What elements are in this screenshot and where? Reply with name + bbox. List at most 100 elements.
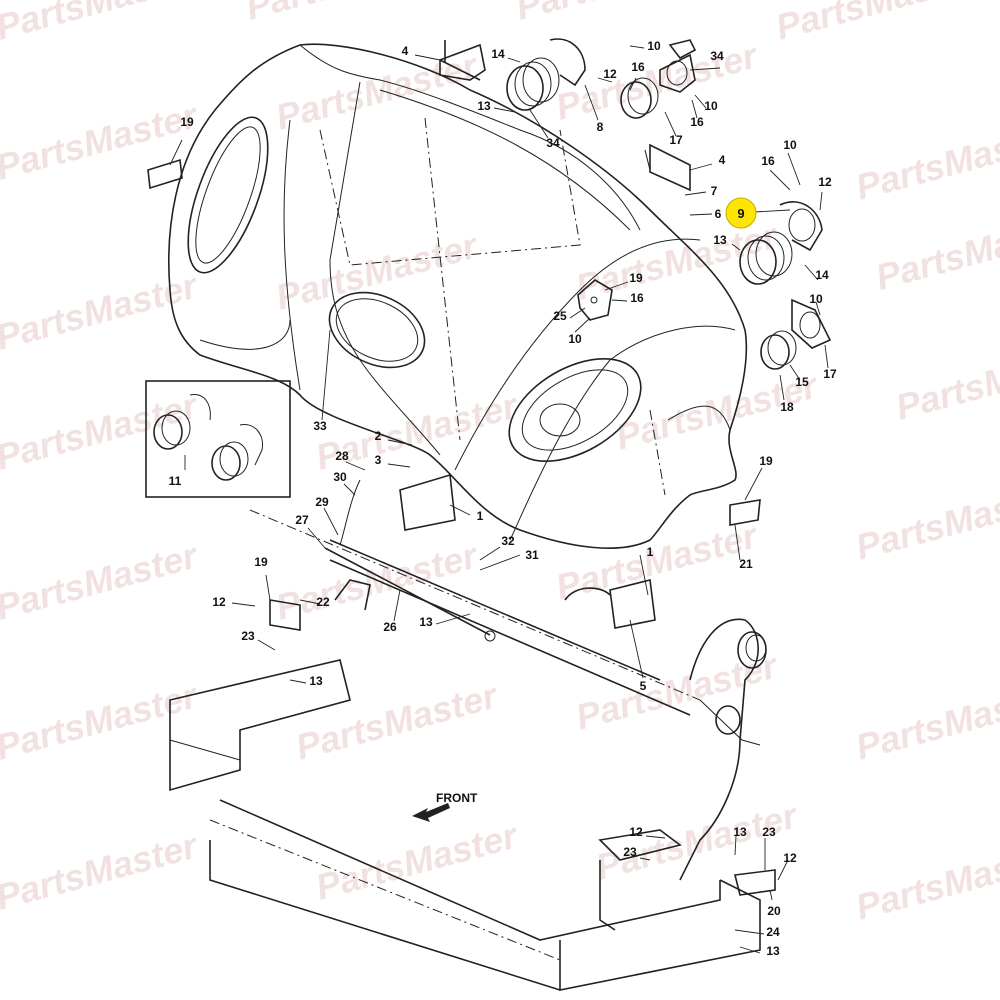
callout-10[interactable]: 10 xyxy=(704,99,718,113)
callout-34[interactable]: 34 xyxy=(710,49,724,63)
callout-10[interactable]: 10 xyxy=(647,39,661,53)
callout-17[interactable]: 17 xyxy=(823,367,837,381)
callout-12[interactable]: 12 xyxy=(629,825,643,839)
headlight-assembly-upper xyxy=(439,38,832,370)
callout-18[interactable]: 18 xyxy=(780,400,794,414)
leader-line-23 xyxy=(639,857,651,861)
leader-line-5 xyxy=(629,619,644,679)
callout-20[interactable]: 20 xyxy=(767,904,781,918)
callout-12[interactable]: 12 xyxy=(603,67,617,81)
callout-10[interactable]: 10 xyxy=(809,292,823,306)
callout-16[interactable]: 16 xyxy=(630,291,644,305)
callout-12[interactable]: 12 xyxy=(783,851,797,865)
leader-line-19 xyxy=(265,574,271,601)
callout-15[interactable]: 15 xyxy=(795,375,809,389)
callout-28[interactable]: 28 xyxy=(335,449,349,463)
callout-21[interactable]: 21 xyxy=(739,557,753,571)
callout-23[interactable]: 23 xyxy=(241,629,255,643)
callout-23[interactable]: 23 xyxy=(623,845,637,859)
callout-19[interactable]: 19 xyxy=(759,454,773,468)
callout-19[interactable]: 19 xyxy=(180,115,194,129)
leader-line-18 xyxy=(779,374,785,401)
callout-1[interactable]: 1 xyxy=(477,509,484,523)
callout-17[interactable]: 17 xyxy=(669,133,683,147)
watermark-text: PartsMaster xyxy=(571,214,783,307)
leader-line-33 xyxy=(321,329,331,421)
callout-3[interactable]: 3 xyxy=(375,453,382,467)
callout-11[interactable]: 11 xyxy=(169,474,182,488)
callout-19[interactable]: 19 xyxy=(254,555,268,569)
callout-13[interactable]: 13 xyxy=(733,825,747,839)
callout-12[interactable]: 12 xyxy=(818,175,832,189)
callout-13[interactable]: 13 xyxy=(766,944,780,958)
leader-line-19 xyxy=(604,281,629,291)
leader-line-13 xyxy=(289,679,307,684)
callout-16[interactable]: 16 xyxy=(690,115,704,129)
watermark-text: PartsMaster xyxy=(291,674,503,767)
callout-23[interactable]: 23 xyxy=(762,825,776,839)
callout-1[interactable]: 1 xyxy=(647,545,654,559)
callout-34[interactable]: 34 xyxy=(546,136,560,150)
leader-line-28 xyxy=(345,461,366,471)
callout-27[interactable]: 27 xyxy=(295,513,309,527)
callout-31[interactable]: 31 xyxy=(525,548,539,562)
callout-4[interactable]: 4 xyxy=(402,44,409,58)
callout-13[interactable]: 13 xyxy=(309,674,323,688)
watermark-text: PartsMaster xyxy=(851,674,1000,767)
watermark-text: PartsMaster xyxy=(0,0,203,48)
leader-line-24 xyxy=(734,929,765,935)
callout-2[interactable]: 2 xyxy=(375,429,382,443)
leader-line-22 xyxy=(299,599,321,605)
leader-line-16 xyxy=(769,169,791,191)
leader-line-10 xyxy=(694,94,707,109)
callout-16[interactable]: 16 xyxy=(761,154,775,168)
leader-line-1 xyxy=(449,504,471,516)
callout-7[interactable]: 7 xyxy=(711,184,718,198)
leader-line-16 xyxy=(611,299,628,302)
mounting-plate xyxy=(577,279,613,321)
highlighted-callout[interactable]: 9 xyxy=(725,197,791,229)
callout-13[interactable]: 13 xyxy=(477,99,491,113)
hood-shell xyxy=(168,43,748,549)
watermark-text: PartsMaster xyxy=(511,0,723,28)
watermark-text: PartsMaster xyxy=(271,224,483,317)
leader-line-13 xyxy=(734,835,737,856)
callout-30[interactable]: 30 xyxy=(333,470,347,484)
callout-16[interactable]: 16 xyxy=(631,60,645,74)
watermark-text: PartsMaster xyxy=(0,384,203,477)
callout-14[interactable]: 14 xyxy=(815,268,829,282)
leader-line-12 xyxy=(645,835,666,839)
callout-6[interactable]: 6 xyxy=(715,207,722,221)
leader-line-8 xyxy=(584,84,599,121)
callout-25[interactable]: 25 xyxy=(553,309,567,323)
leader-line-16 xyxy=(691,99,698,119)
callout-labels: 1123445678101010101011121212121213131313… xyxy=(169,39,837,958)
callout-12[interactable]: 12 xyxy=(212,595,226,609)
leader-line-25 xyxy=(569,307,586,319)
watermark-text: PartsMaster xyxy=(0,824,203,917)
leader-line-6 xyxy=(689,213,713,216)
callout-13[interactable]: 13 xyxy=(713,233,727,247)
callout-22[interactable]: 22 xyxy=(316,595,330,609)
callout-33[interactable]: 33 xyxy=(313,419,327,433)
callout-29[interactable]: 29 xyxy=(315,495,329,509)
watermark-text: PartsMaster xyxy=(311,384,523,477)
callout-24[interactable]: 24 xyxy=(766,925,780,939)
callout-13[interactable]: 13 xyxy=(419,615,433,629)
callout-14[interactable]: 14 xyxy=(491,47,505,61)
callout-4[interactable]: 4 xyxy=(719,153,726,167)
leader-line-19 xyxy=(169,139,183,166)
callout-5[interactable]: 5 xyxy=(640,679,647,693)
callout-26[interactable]: 26 xyxy=(383,620,397,634)
callout-32[interactable]: 32 xyxy=(501,534,515,548)
leader-line-17 xyxy=(824,344,829,369)
front-label: FRONT xyxy=(436,791,478,805)
callout-10[interactable]: 10 xyxy=(783,138,797,152)
leader-line-13 xyxy=(493,107,516,113)
callout-10[interactable]: 10 xyxy=(568,332,582,346)
callout-8[interactable]: 8 xyxy=(597,120,604,134)
leader-line-10 xyxy=(815,301,821,316)
leader-line-31 xyxy=(479,554,521,571)
callout-19[interactable]: 19 xyxy=(629,271,643,285)
